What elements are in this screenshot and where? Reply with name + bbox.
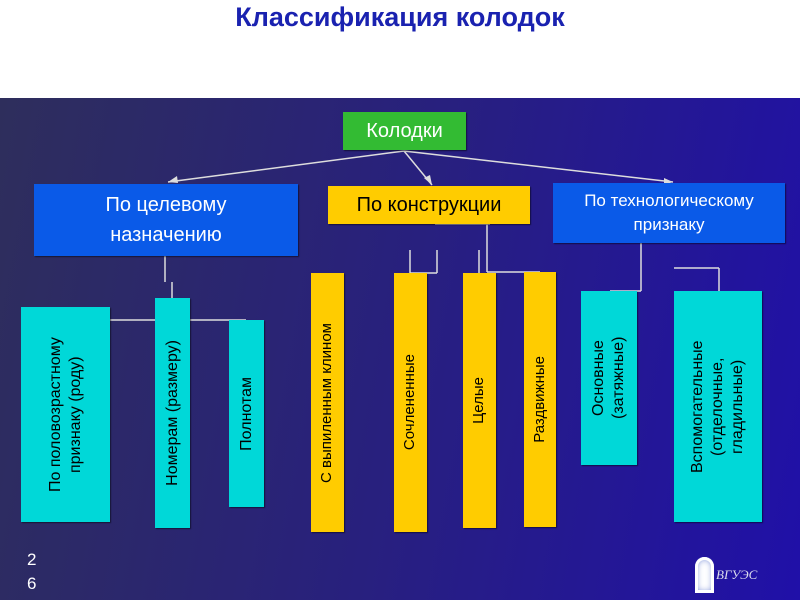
item-label: Сочлененные	[401, 354, 419, 451]
category-label: По технологическому признаку	[584, 191, 754, 234]
item-jointed: Сочлененные	[394, 273, 427, 532]
item-label: Раздвижные	[530, 356, 548, 443]
item-label: Полнотам	[237, 376, 255, 451]
item-size: Номерам (размеру)	[155, 298, 190, 528]
page-number-digit: 2	[27, 550, 37, 569]
item-label: Вспомогательные (отделочные, гладильные)	[689, 340, 746, 473]
item-label: По половозрастному признаку (роду)	[46, 337, 84, 492]
item-label: С выпиленным клином	[318, 322, 336, 483]
item-label: Целые	[470, 377, 488, 424]
root-label: Колодки	[366, 119, 443, 142]
item-width: Полнотам	[229, 320, 264, 507]
page-number-digit: 6	[27, 574, 37, 593]
category-technology: По технологическому признаку	[553, 183, 785, 243]
root-node: Колодки	[343, 112, 466, 150]
item-label: Основные (затяжные)	[590, 336, 627, 420]
item-sliding: Раздвижные	[524, 272, 556, 527]
item-auxiliary: Вспомогательные (отделочные, гладильные)	[674, 291, 762, 522]
item-solid: Целые	[463, 273, 496, 528]
category-label: По конструкции	[356, 193, 502, 216]
university-logo: ВГУЭС	[695, 557, 757, 593]
category-label: По целевому назначению	[105, 194, 227, 246]
category-construction: По конструкции	[328, 186, 530, 224]
item-gender-age: По половозрастному признаку (роду)	[21, 307, 110, 522]
logo-arch-icon	[695, 557, 714, 593]
item-wedge: С выпиленным клином	[311, 273, 344, 532]
category-purpose: По целевому назначению	[34, 184, 298, 256]
item-main: Основные (затяжные)	[581, 291, 637, 465]
logo-text: ВГУЭС	[716, 567, 758, 582]
item-label: Номерам (размеру)	[163, 340, 181, 486]
slide-title: Классификация колодок	[235, 2, 565, 32]
